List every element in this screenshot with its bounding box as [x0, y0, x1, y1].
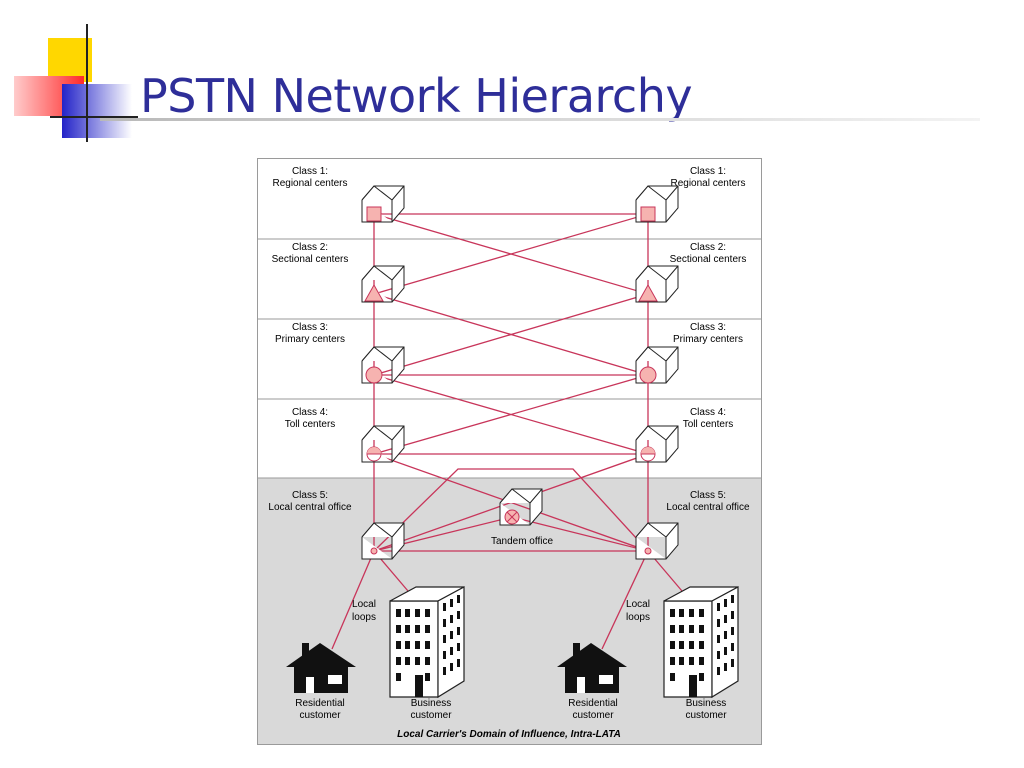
svg-text:Class 4:: Class 4:	[292, 407, 328, 418]
circle-symbol-icon	[639, 366, 657, 384]
logo-vertical-line	[86, 24, 88, 142]
svg-text:Class 1:: Class 1:	[292, 166, 328, 177]
primary-center-left	[361, 346, 405, 384]
svg-text:Regional centers: Regional centers	[670, 178, 745, 189]
svg-text:Class 3:: Class 3:	[690, 322, 726, 333]
business-customer-label-left: Business customer	[410, 698, 452, 721]
logo-horizontal-line	[50, 116, 138, 118]
tier-label-left-class3: Class 3: Primary centers	[275, 322, 345, 345]
pstn-hierarchy-diagram: Class 1: Regional centers Class 1: Regio…	[257, 158, 762, 745]
tier-label-left-class2: Class 2: Sectional centers	[272, 242, 349, 265]
diagram-canvas: Class 1: Regional centers Class 1: Regio…	[258, 159, 761, 744]
band-class3	[258, 319, 761, 399]
half-circle-symbol-icon	[366, 446, 382, 462]
svg-text:loops: loops	[352, 612, 376, 623]
dot-symbol-icon	[644, 547, 652, 555]
svg-text:Class 2:: Class 2:	[690, 242, 726, 253]
business-customer-left	[389, 586, 465, 698]
svg-text:Primary centers: Primary centers	[673, 334, 743, 345]
title-underline	[100, 118, 980, 121]
svg-text:customer: customer	[410, 710, 452, 721]
toll-center-left	[361, 425, 405, 463]
svg-text:Class 3:: Class 3:	[292, 322, 328, 333]
band-class2	[258, 239, 761, 319]
logo-blue-square	[62, 84, 132, 138]
svg-text:Local central office: Local central office	[666, 502, 750, 513]
sectional-center-left	[361, 265, 405, 303]
local-loops-label-right: Local loops	[626, 599, 650, 623]
svg-text:Residential: Residential	[295, 698, 344, 709]
half-circle-symbol-icon	[640, 446, 656, 462]
toll-center-right	[635, 425, 679, 463]
svg-text:Business: Business	[411, 698, 452, 709]
circle-x-symbol-icon	[504, 509, 520, 525]
tandem-office-label: Tandem office	[491, 536, 554, 547]
sectional-center-right	[635, 265, 679, 303]
logo-yellow-square	[48, 38, 92, 82]
svg-text:customer: customer	[685, 710, 727, 721]
residential-customer-label-left: Residential customer	[295, 698, 344, 721]
svg-text:customer: customer	[299, 710, 341, 721]
diagram-footer-caption: Local Carrier's Domain of Influence, Int…	[397, 729, 621, 740]
svg-text:Local: Local	[352, 599, 376, 610]
local-loops-label-left: Local loops	[352, 599, 376, 623]
tier-label-right-class3: Class 3: Primary centers	[673, 322, 743, 345]
svg-text:customer: customer	[572, 710, 614, 721]
local-central-office-right	[635, 522, 679, 560]
svg-text:Class 4:: Class 4:	[690, 407, 726, 418]
svg-text:Toll centers: Toll centers	[683, 419, 734, 430]
regional-center-left	[361, 185, 405, 223]
svg-text:Class 2:: Class 2:	[292, 242, 328, 253]
business-customer-right	[663, 586, 739, 698]
svg-text:Local central office: Local central office	[268, 502, 352, 513]
svg-text:Class 1:: Class 1:	[690, 166, 726, 177]
svg-text:Regional centers: Regional centers	[272, 178, 347, 189]
svg-text:loops: loops	[626, 612, 650, 623]
svg-text:Toll centers: Toll centers	[285, 419, 336, 430]
slide-title: PSTN Network Hierarchy	[140, 69, 693, 123]
svg-text:Primary centers: Primary centers	[275, 334, 345, 345]
triangle-symbol-icon	[638, 283, 658, 302]
svg-text:Class 5:: Class 5:	[690, 490, 726, 501]
square-symbol-icon	[640, 206, 656, 222]
primary-center-right	[635, 346, 679, 384]
tandem-office	[499, 488, 543, 526]
regional-center-right	[635, 185, 679, 223]
svg-text:Sectional centers: Sectional centers	[272, 254, 349, 265]
svg-text:Class 5:: Class 5:	[292, 490, 328, 501]
tier-label-left-class1: Class 1: Regional centers	[272, 166, 347, 189]
tier-label-right-class1: Class 1: Regional centers	[670, 166, 745, 189]
tier-label-right-class5: Class 5: Local central office	[666, 490, 750, 513]
svg-text:Sectional centers: Sectional centers	[670, 254, 747, 265]
residential-customer-label-right: Residential customer	[568, 698, 617, 721]
band-class1	[258, 159, 761, 239]
tier-label-right-class2: Class 2: Sectional centers	[670, 242, 747, 265]
business-customer-label-right: Business customer	[685, 698, 727, 721]
triangle-symbol-icon	[364, 283, 384, 302]
svg-text:Business: Business	[686, 698, 727, 709]
tier-label-left-class4: Class 4: Toll centers	[285, 407, 336, 430]
dot-symbol-icon	[370, 547, 378, 555]
band-class4	[258, 399, 761, 478]
svg-text:Local: Local	[626, 599, 650, 610]
circle-symbol-icon	[365, 366, 383, 384]
tier-label-left-class5: Class 5: Local central office	[268, 490, 352, 513]
local-central-office-left	[361, 522, 405, 560]
svg-text:Residential: Residential	[568, 698, 617, 709]
tier-label-right-class4: Class 4: Toll centers	[683, 407, 734, 430]
square-symbol-icon	[366, 206, 382, 222]
